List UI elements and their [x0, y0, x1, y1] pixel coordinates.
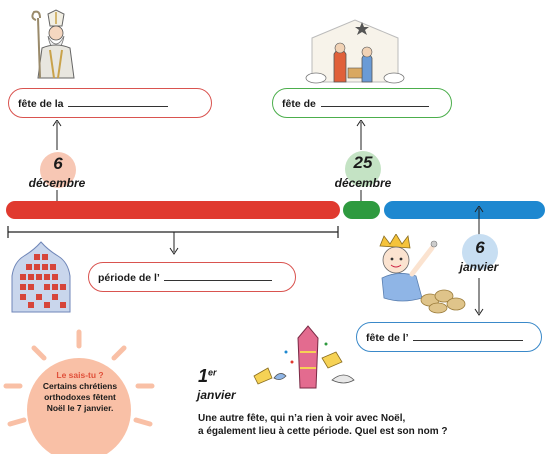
sais-tu-title: Le sais-tu ? [56, 370, 104, 380]
answer-blank[interactable] [412, 331, 523, 341]
date-sup-jan1: er [208, 367, 217, 378]
date-day-jan6: 6 [475, 238, 485, 257]
timeline-blue-segment [384, 201, 545, 219]
date-month-jan1: janvier [197, 388, 236, 402]
sun-shape [3, 329, 155, 454]
timeline-green-segment [343, 201, 380, 219]
question-text: Une autre fête, qui n’a rien à voir avec… [198, 412, 538, 438]
arrow-down-jan6 [474, 278, 484, 316]
new-year-party-illustration [250, 322, 362, 392]
arrow-up-jan6 [474, 206, 484, 236]
date-day-dec6: 6 [53, 154, 63, 173]
period-bracket [7, 226, 339, 255]
date-day-jan1: 1 [198, 366, 209, 386]
date-jan1: 1er [198, 366, 217, 387]
sais-tu-line2: orthodoxes fêtent [44, 392, 116, 402]
date-circle-dec6 [40, 152, 76, 188]
arrow-up-dec6 [52, 120, 62, 150]
sais-tu-line3: Noël le 7 janvier. [46, 403, 114, 413]
periode-box[interactable]: période de l’ [88, 262, 296, 292]
answer-blank[interactable] [320, 97, 429, 107]
fete-dec25-label: fête de [282, 98, 316, 110]
answer-blank[interactable] [164, 271, 273, 281]
date-month-jan6: janvier [459, 260, 499, 274]
question-line1: Une autre fête, qui n’a rien à voir avec… [198, 413, 406, 424]
fete-dec25-box[interactable]: fête de [272, 88, 452, 118]
date-circle-jan6 [462, 234, 498, 270]
date-month-dec6: décembre [28, 176, 86, 190]
nativity-scene-illustration [300, 14, 410, 84]
fete-dec6-label: fête de la [18, 98, 64, 110]
date-circle-dec25 [345, 151, 381, 187]
king-with-cake-illustration [372, 233, 466, 314]
arrow-up-dec25 [356, 120, 366, 150]
question-line2: a également lieu à cette période. Quel e… [198, 426, 448, 437]
saint-nicolas-illustration [28, 8, 88, 80]
periode-label: période de l’ [98, 272, 160, 284]
fete-jan6-box[interactable]: fête de l’ [356, 322, 542, 352]
timeline-red-segment [6, 201, 340, 219]
sais-tu-text: Le sais-tu ? Certains chrétiens orthodox… [24, 370, 136, 414]
fete-jan6-label: fête de l’ [366, 332, 409, 344]
date-month-dec25: décembre [334, 176, 392, 190]
sais-tu-line1: Certains chrétiens [42, 381, 118, 391]
advent-calendar-illustration [8, 240, 74, 316]
date-day-dec25: 25 [353, 153, 373, 172]
fete-dec6-box[interactable]: fête de la [8, 88, 212, 118]
answer-blank[interactable] [68, 97, 169, 107]
